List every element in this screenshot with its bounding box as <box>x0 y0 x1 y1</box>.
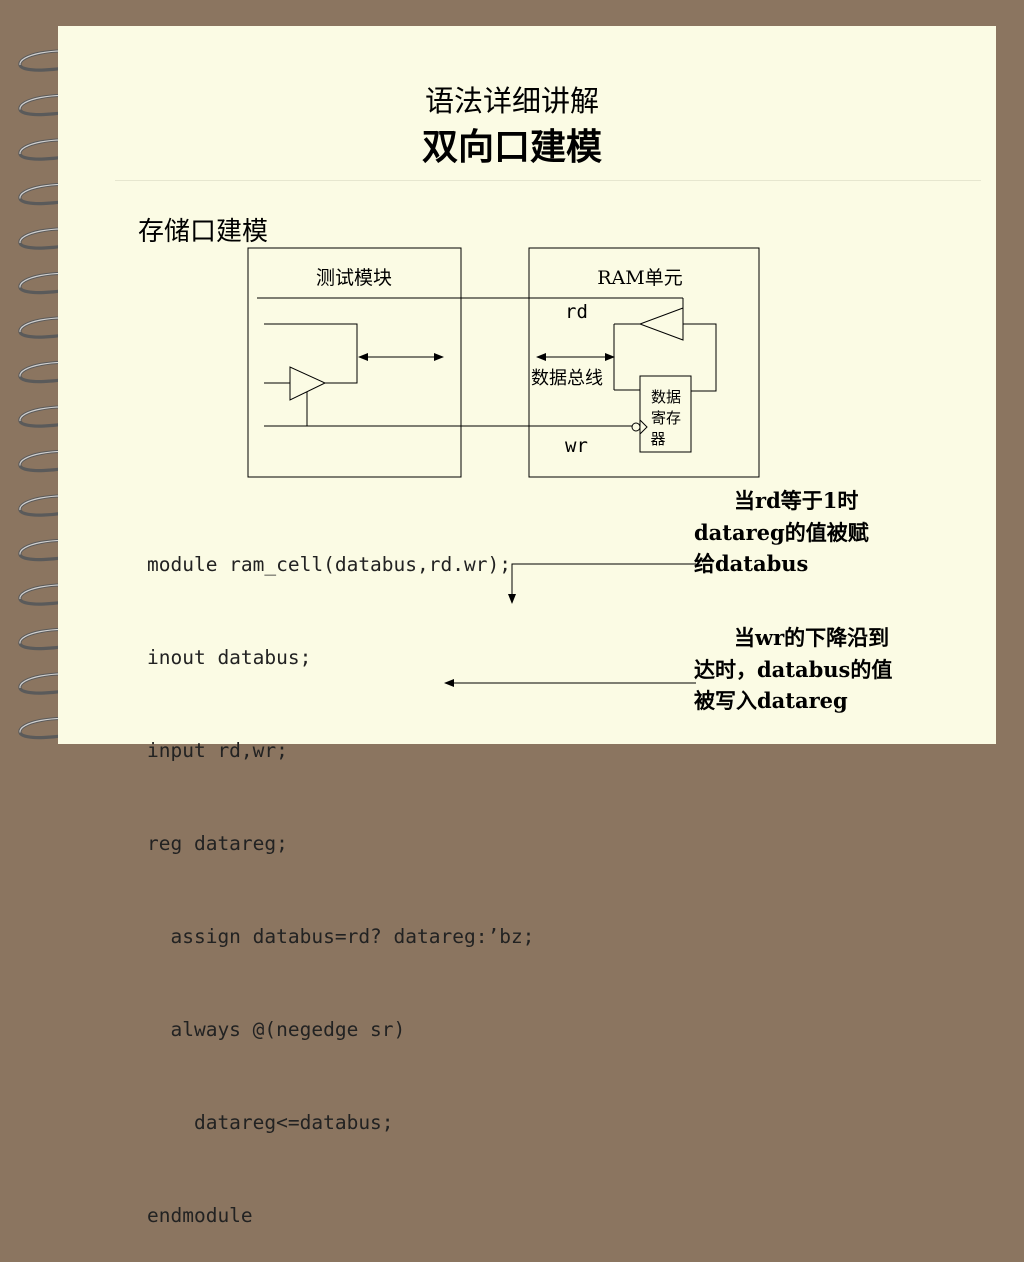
slide-page <box>58 26 996 744</box>
note-line: 给databus <box>694 551 809 576</box>
code-line: assign databus=rd? datareg:’bz; <box>147 925 535 948</box>
section-title: 存储口建模 <box>138 217 269 247</box>
register-label-1: 数据 <box>651 388 681 406</box>
test-module-box <box>247 247 462 478</box>
note-wr: 当wr的下降沿到 达时，databus的值 被写入datareg <box>694 622 924 717</box>
note-line: 达时，databus的值 <box>694 656 893 682</box>
note-line: datareg的值被赋 <box>694 519 869 545</box>
register-label-3: 器 <box>650 430 665 448</box>
note-line: 被写入datareg <box>694 688 848 713</box>
ram-unit-box <box>528 247 760 478</box>
test-module-label: 测试模块 <box>316 267 392 289</box>
code-line: datareg<=databus; <box>147 1111 394 1134</box>
code-line: reg datareg; <box>147 832 288 855</box>
code-line: input rd,wr; <box>147 739 288 762</box>
ram-buffer <box>638 307 684 341</box>
register-label-2: 寄存 <box>651 409 681 427</box>
code-line: inout databus; <box>147 646 312 669</box>
divider <box>115 180 981 181</box>
page-subtitle: 双向口建模 <box>421 126 602 168</box>
port-diagram: 测试模块 RAM单元 rd 数据总线 数据 寄存 器 wr <box>247 247 760 687</box>
verilog-code: module ram_cell(databus,rd.wr); inout da… <box>147 487 534 1262</box>
note-line: 当wr的下降沿到 <box>734 625 890 650</box>
ram-unit-label: RAM单元 <box>597 267 682 289</box>
note1-arrow <box>508 563 696 604</box>
page-title: 语法详细讲解 <box>424 84 599 118</box>
code-line: endmodule <box>147 1204 253 1227</box>
data-register <box>639 375 692 453</box>
code-line: module ram_cell(databus,rd.wr); <box>147 553 511 576</box>
note-line: 当rd等于1时 <box>734 488 859 513</box>
code-line: always @(negedge sr) <box>147 1018 406 1041</box>
rd-label: rd <box>565 301 588 323</box>
bus-label: 数据总线 <box>531 368 603 389</box>
test-bus-wire <box>264 323 358 384</box>
wr-label: wr <box>565 435 588 457</box>
note-rd: 当rd等于1时 datareg的值被赋 给databus <box>694 485 904 580</box>
